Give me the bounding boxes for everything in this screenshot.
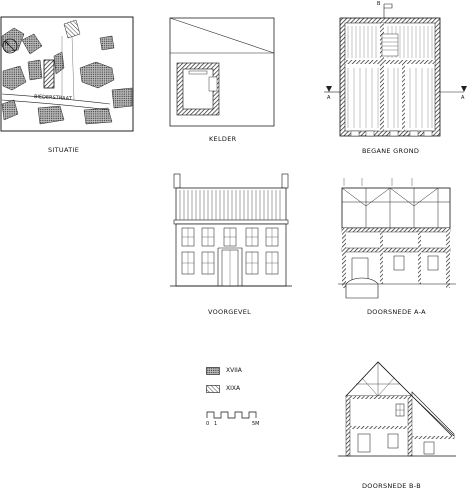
caption-begane-grond: BEGANE GROND bbox=[362, 147, 420, 155]
doorsnede-bb-section bbox=[338, 361, 456, 457]
scale-label-mid: 1 bbox=[214, 421, 218, 427]
kelder-plan bbox=[169, 17, 275, 127]
scale-bar bbox=[206, 411, 257, 419]
situatie-plan: N bbox=[0, 16, 134, 132]
svg-text:N: N bbox=[5, 41, 9, 47]
legend-item: XIXA bbox=[206, 384, 276, 394]
section-marker-a-right: A bbox=[461, 95, 465, 101]
section-marker-b-top: B bbox=[377, 1, 381, 7]
begane-grond-plan bbox=[324, 3, 467, 137]
legend-item: XVIIA bbox=[206, 366, 276, 376]
scale-label-end: 5M bbox=[252, 421, 260, 427]
doorsnede-aa-section bbox=[338, 178, 456, 299]
legend-swatch-xviia bbox=[206, 367, 220, 375]
caption-doorsnede-aa: DOORSNEDE A-A bbox=[367, 308, 426, 316]
caption-voorgevel: VOORGEVEL bbox=[208, 308, 252, 316]
section-marker-a-left: A bbox=[327, 95, 331, 101]
voorgevel-elevation bbox=[170, 173, 292, 287]
legend-label-xixa: XIXA bbox=[226, 385, 241, 392]
caption-doorsnede-bb: DOORSNEDE B-B bbox=[362, 482, 421, 490]
caption-kelder: KELDER bbox=[209, 135, 237, 143]
legend-label-xviia: XVIIA bbox=[226, 367, 242, 374]
north-arrow-icon bbox=[2, 38, 18, 54]
scale-label-start: 0 bbox=[206, 421, 210, 427]
caption-situatie: SITUATIE bbox=[48, 146, 80, 154]
legend-swatch-xixa bbox=[206, 385, 220, 393]
